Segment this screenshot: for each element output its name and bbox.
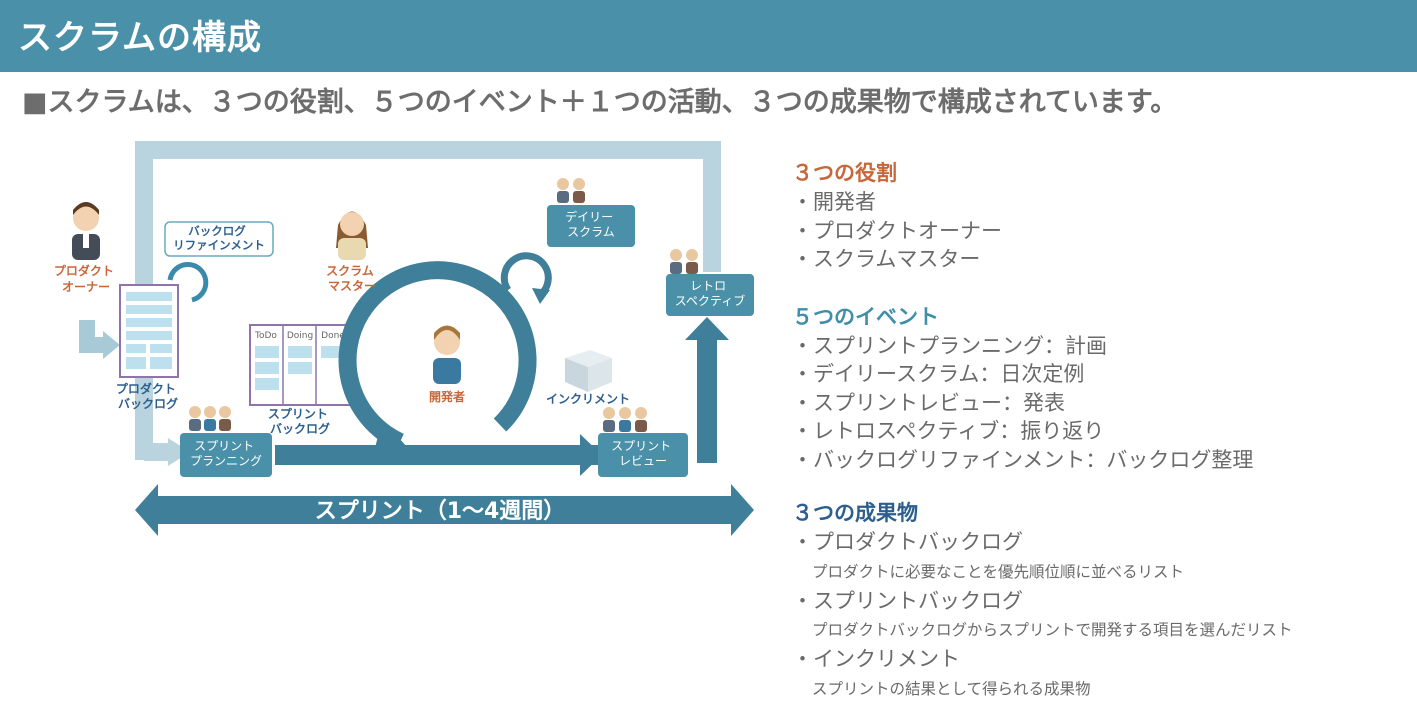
sprint-double-arrow	[135, 484, 754, 536]
increment-label: インクリメント	[546, 392, 630, 406]
developers-label: 開発者	[429, 389, 465, 404]
list-item: ・スクラムマスター	[792, 247, 981, 271]
backlog-refinement-label: バックログ リファインメント	[173, 224, 265, 252]
retrospective-label: レトロ スペクティブ	[675, 279, 745, 308]
scrum-master-person	[336, 211, 368, 260]
list-item: ・レトロスペクティブ：振り返り	[792, 419, 1105, 443]
artifacts-title: ３つの成果物	[792, 501, 918, 525]
sprint-cycle-circle	[338, 261, 537, 451]
daily-loop-head	[532, 288, 550, 304]
list-item: ・プロダクトオーナー	[792, 218, 1002, 243]
sprint-review-label: スプリント レビュー	[611, 439, 675, 468]
increment-box-icon	[565, 350, 612, 392]
list-item: ・スプリントレビュー：発表	[792, 390, 1065, 415]
team-people-daily	[557, 178, 585, 203]
loop-to-planning-head	[168, 438, 190, 466]
sprint-duration-label: スプリント（1～4週間）	[315, 499, 566, 524]
legend-panel: ３つの役割 ・開発者・プロダクトオーナー・スクラムマスター ５つのイベント ・ス…	[792, 158, 1402, 704]
header-bar: スクラムの構成	[0, 0, 1417, 72]
artifact-description: スプリントの結果として得られる成果物	[812, 679, 1091, 698]
daily-scrum-label: デイリー スクラム	[565, 209, 617, 239]
daily-scrum-box	[547, 205, 635, 247]
artifact-name: ・プロダクトバックログ	[792, 530, 1023, 554]
list-item: ・バックログリファインメント：バックログ整理	[792, 447, 1254, 472]
product-backlog-label: プロダクト バックログ	[116, 381, 180, 411]
to-retro-arrow-head	[685, 317, 729, 340]
board-col-done: Done	[321, 331, 345, 341]
artifacts-list: ・プロダクトバックログプロダクトに必要なことを優先順位順に並べるリスト・スプリン…	[792, 528, 1402, 704]
po-arrow-head	[103, 331, 120, 359]
roles-list: ・開発者・プロダクトオーナー・スクラムマスター	[792, 188, 1402, 274]
refinement-loop	[167, 262, 209, 303]
sprint-planning-label: スプリント プランニング	[190, 439, 262, 468]
artifact-description: プロダクトバックログからスプリントで開発する項目を選んだリスト	[812, 621, 1293, 639]
roles-title: ３つの役割	[792, 161, 897, 185]
team-people-planning	[189, 406, 231, 431]
board-col-doing: Doing	[287, 331, 313, 341]
backlog-refinement-box	[164, 221, 274, 257]
sprint-main-bar	[275, 445, 605, 465]
developer-person	[433, 325, 461, 384]
events-title: ５つのイベント	[792, 304, 939, 329]
sprint-backlog-label: スプリント バックログ	[268, 406, 332, 436]
artifact-description: プロダクトに必要なことを優先順位順に並べるリスト	[812, 562, 1185, 581]
sprint-planning-box	[180, 433, 272, 477]
sprint-cycle-arrow-head	[375, 420, 410, 450]
product-owner-label: プロダクト オーナー	[54, 263, 118, 294]
team-people-retro	[670, 249, 698, 274]
po-arrow	[79, 320, 105, 353]
scrum-master-label: スクラム マスター	[326, 264, 378, 293]
sprint-review-box	[598, 433, 688, 477]
daily-loop	[500, 252, 552, 298]
to-review-arrow-head	[580, 434, 602, 476]
scrum-diagram: プロダクト オーナー バックログ リファインメント プロダクト バックログ スプ…	[0, 120, 780, 560]
artifact-name: ・インクリメント	[792, 647, 960, 671]
events-list: ・スプリントプランニング：計画・デイリースクラム：日次定例・スプリントレビュー：…	[792, 332, 1402, 475]
to-retro-arrow	[697, 335, 717, 463]
scrum-diagram-svg: プロダクト オーナー バックログ リファインメント プロダクト バックログ スプ…	[54, 141, 754, 536]
list-item: ・スプリントプランニング：計画	[792, 333, 1107, 358]
board-col-todo: ToDo	[254, 331, 277, 341]
product-owner-person	[72, 202, 100, 260]
team-people-review	[603, 407, 647, 432]
page-title: スクラムの構成	[18, 18, 262, 58]
list-item: ・開発者	[792, 190, 876, 214]
subtitle: ■スクラムは、３つの役割、５つのイベント＋１つの活動、３つの成果物で構成されてい…	[22, 87, 1178, 118]
retrospective-box	[666, 274, 754, 316]
artifact-name: ・スプリントバックログ	[792, 588, 1023, 613]
list-item: ・デイリースクラム：日次定例	[792, 362, 1085, 386]
